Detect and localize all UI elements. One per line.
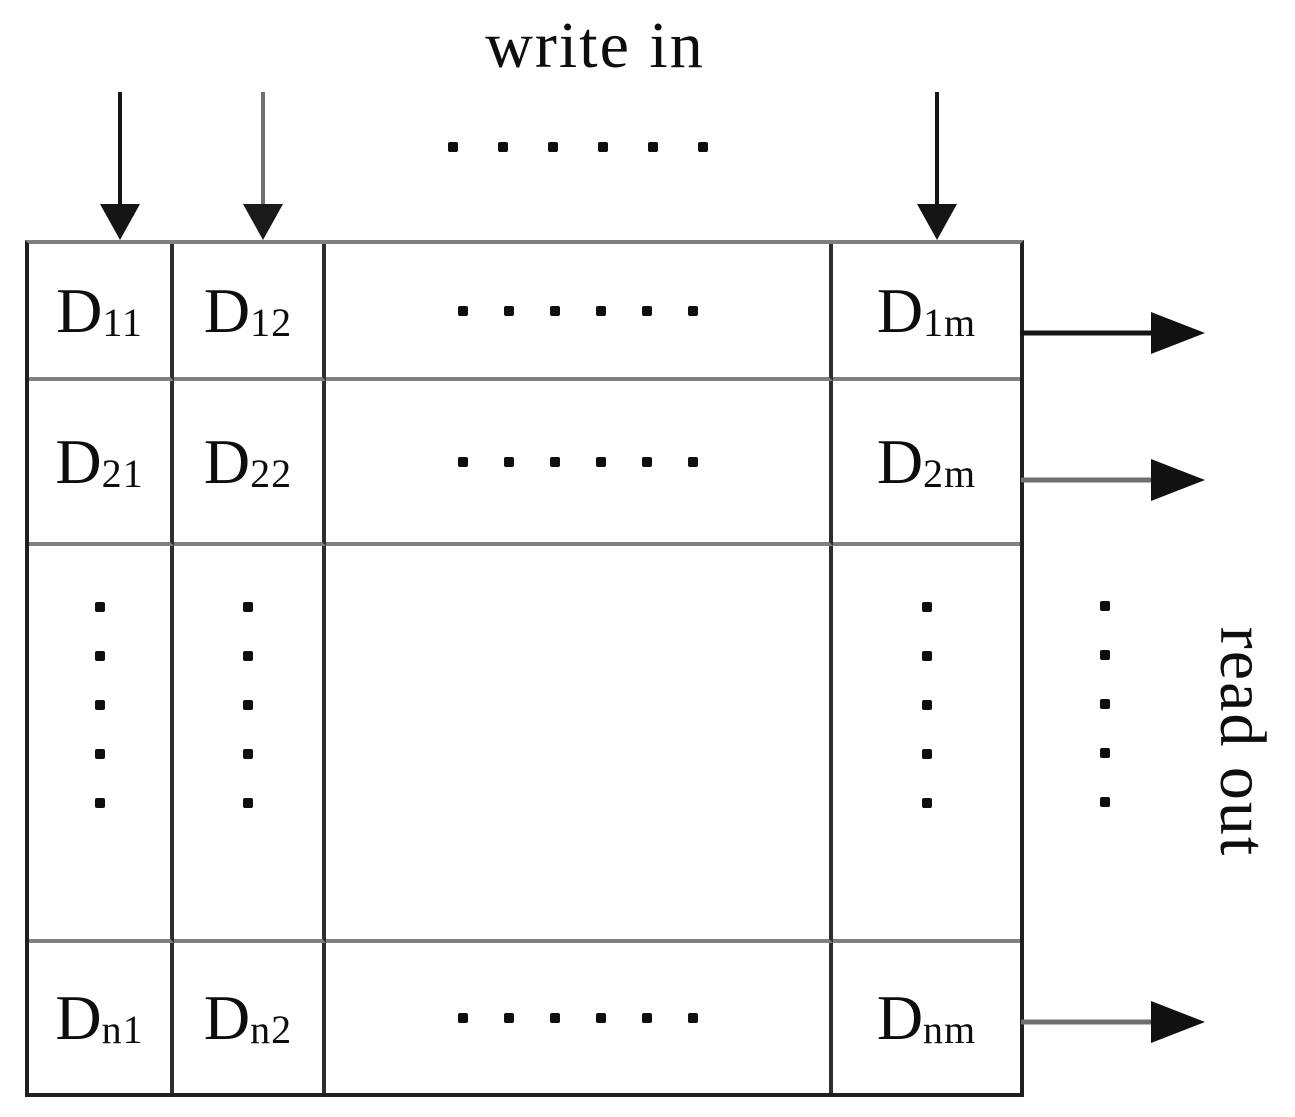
- ellipsis-dot: [641, 305, 652, 316]
- ellipsis-dot: [1100, 748, 1110, 758]
- write-in-arrow-down-1-icon: [100, 92, 140, 240]
- ellipsis-dot: [641, 1013, 652, 1023]
- colm-ellipsis-dots: [921, 601, 932, 808]
- ellipsis-dot: [641, 456, 652, 467]
- colm-ellipsis-cell: [833, 546, 1020, 943]
- ellipsis-dot: [1100, 650, 1110, 660]
- write-in-arrow-down-3-icon: [917, 92, 957, 240]
- rown-ellipsis-cell: [326, 943, 833, 1093]
- ellipsis-dot: [243, 601, 253, 612]
- ellipsis-dot: [921, 797, 932, 808]
- cell-d11: D11: [29, 244, 174, 381]
- cell-dn1: Dn1: [29, 943, 174, 1093]
- read-out-label: read out: [1206, 626, 1279, 858]
- ellipsis-dot: [94, 650, 105, 661]
- ellipsis-dot: [687, 1013, 698, 1023]
- write-in-arrow-down-2-icon: [243, 92, 283, 240]
- ellipsis-dot: [94, 748, 105, 759]
- read-out-arrow-right-row2-icon: [1021, 459, 1205, 501]
- row2-ellipsis-cell: [326, 381, 833, 546]
- read-out-arrow-right-row1-icon: [1021, 312, 1205, 354]
- row1-ellipsis-dots: [457, 305, 698, 316]
- ellipsis-dot: [687, 305, 698, 316]
- col1-ellipsis-dots: [94, 601, 105, 808]
- write-in-label: write in: [485, 9, 705, 82]
- ellipsis-dot: [598, 142, 608, 152]
- cell-dn2-label: Dn2: [203, 982, 293, 1053]
- ellipsis-dot: [1100, 699, 1110, 709]
- read-out-arrow-right-rown-icon: [1021, 1001, 1205, 1043]
- ellipsis-dot: [457, 456, 468, 467]
- ellipsis-dot: [921, 601, 932, 612]
- ellipsis-dot: [921, 699, 932, 710]
- read-out-ellipsis-dots: [1100, 601, 1110, 807]
- ellipsis-dot: [243, 748, 253, 759]
- ellipsis-dot: [94, 699, 105, 710]
- ellipsis-dot: [549, 305, 560, 316]
- ellipsis-dot: [243, 797, 253, 808]
- cell-d2m: D2m: [833, 381, 1020, 546]
- ellipsis-dot: [549, 456, 560, 467]
- memory-cell-matrix: D11 D12 D1m D21 D22 D2m: [25, 240, 1024, 1097]
- cell-dnm: Dnm: [833, 943, 1020, 1093]
- ellipsis-dot: [548, 142, 558, 152]
- ellipsis-dot: [503, 456, 514, 467]
- ellipsis-dot: [94, 601, 105, 612]
- ellipsis-dot: [1100, 601, 1110, 611]
- ellipsis-dot: [595, 305, 606, 316]
- ellipsis-dot: [498, 142, 508, 152]
- cell-d1m: D1m: [833, 244, 1020, 381]
- ellipsis-dot: [698, 142, 708, 152]
- ellipsis-dot: [503, 1013, 514, 1023]
- ellipsis-dot: [457, 305, 468, 316]
- write-in-ellipsis-dots: [448, 142, 708, 152]
- col1-ellipsis-cell: [29, 546, 174, 943]
- cell-d21: D21: [29, 381, 174, 546]
- ellipsis-dot: [921, 748, 932, 759]
- ellipsis-dot: [648, 142, 658, 152]
- ellipsis-dot: [595, 456, 606, 467]
- cell-dn2: Dn2: [174, 943, 326, 1093]
- rown-ellipsis-dots: [457, 1013, 698, 1023]
- cell-d22-label: D22: [203, 425, 293, 497]
- cell-d11-label: D11: [56, 274, 143, 346]
- col2-ellipsis-cell: [174, 546, 326, 943]
- ellipsis-dot: [503, 305, 514, 316]
- ellipsis-dot: [687, 456, 698, 467]
- ellipsis-dot: [1100, 797, 1110, 807]
- center-empty-cell: [326, 546, 833, 943]
- cell-d2m-label: D2m: [876, 425, 977, 497]
- ellipsis-dot: [448, 142, 458, 152]
- col2-ellipsis-dots: [243, 601, 253, 808]
- cell-d22: D22: [174, 381, 326, 546]
- cell-dnm-label: Dnm: [876, 982, 977, 1053]
- row1-ellipsis-cell: [326, 244, 833, 381]
- cell-d1m-label: D1m: [876, 274, 977, 346]
- cell-d12-label: D12: [203, 274, 293, 346]
- cell-d12: D12: [174, 244, 326, 381]
- ellipsis-dot: [595, 1013, 606, 1023]
- cell-dn1-label: Dn1: [55, 982, 144, 1053]
- ellipsis-dot: [243, 650, 253, 661]
- ellipsis-dot: [549, 1013, 560, 1023]
- ellipsis-dot: [921, 650, 932, 661]
- cell-d21-label: D21: [55, 425, 144, 497]
- ellipsis-dot: [94, 797, 105, 808]
- row2-ellipsis-dots: [457, 456, 698, 467]
- ellipsis-dot: [457, 1013, 468, 1023]
- ellipsis-dot: [243, 699, 253, 710]
